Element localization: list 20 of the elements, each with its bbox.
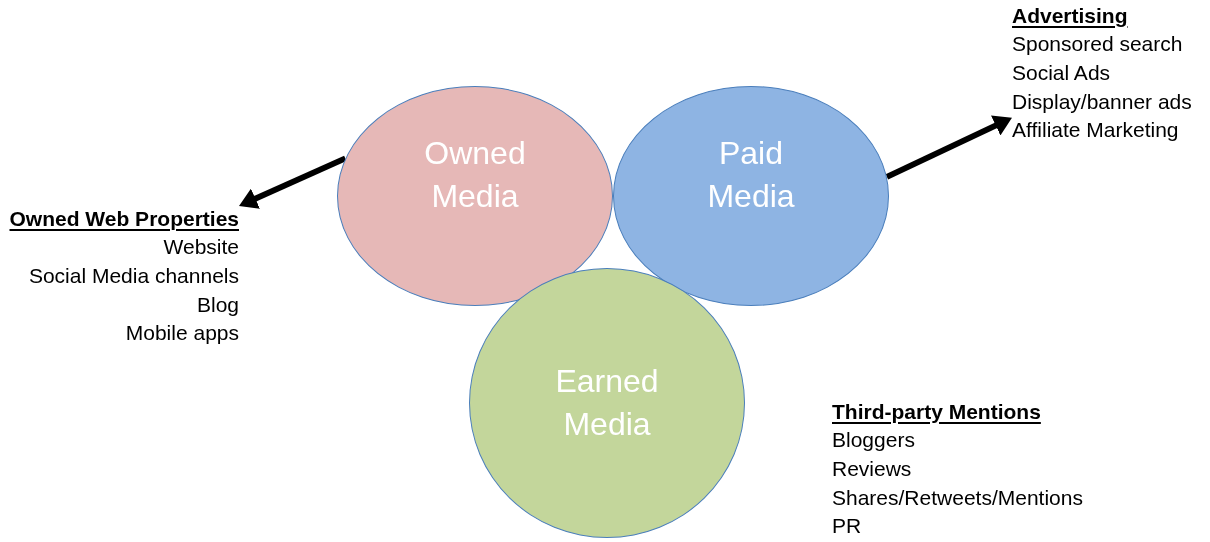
list-item: PR: [832, 513, 862, 540]
list-heading: Advertising: [1012, 2, 1128, 29]
circle-label: Earned Media: [555, 362, 659, 444]
list-item: Sponsored search: [1012, 31, 1183, 58]
list-item: Shares/Retweets/Mentions: [832, 484, 1083, 511]
circle-label: Paid Media: [707, 133, 795, 216]
list-item: Reviews: [832, 456, 912, 482]
list-item: Blog: [196, 291, 239, 318]
list-item: Bloggers: [832, 427, 915, 454]
list-heading: Owned Web Properties: [9, 205, 239, 232]
list-heading: Third-party Mentions: [832, 398, 1041, 425]
list-item: Mobile apps: [125, 320, 239, 347]
list-item: Social Media channels: [28, 263, 239, 289]
arrow: [239, 155, 347, 209]
list-item: Affiliate Marketing: [1012, 117, 1179, 144]
arrow: [885, 115, 1012, 180]
list-item: Display/banner ads: [1012, 88, 1192, 115]
list-item: Website: [163, 234, 239, 261]
list-item: Social Ads: [1012, 60, 1111, 86]
circle-label: Owned Media: [424, 133, 526, 216]
